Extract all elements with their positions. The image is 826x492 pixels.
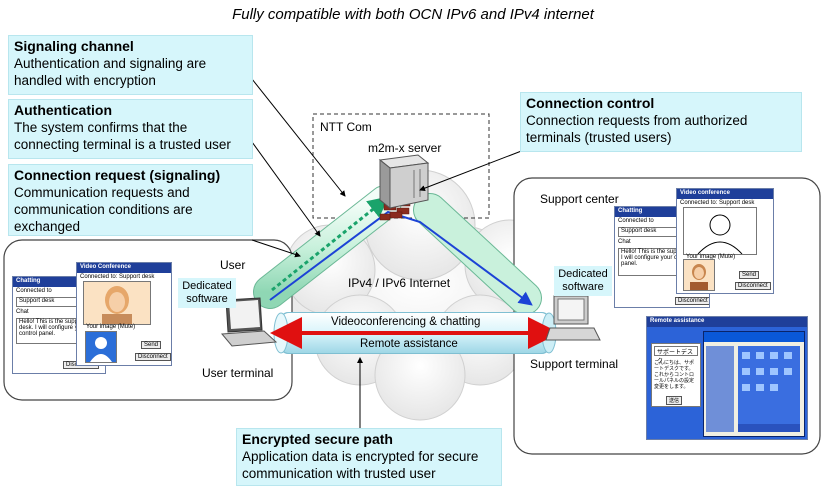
window-title: Video Conference (77, 263, 171, 273)
callout-connection-request: Connection request (signaling) Communica… (8, 164, 253, 236)
callout-body: Authentication and signaling are handled… (14, 56, 207, 88)
support-video-window[interactable]: Video conference Connected to: Support d… (676, 188, 774, 294)
callout-body: Communication requests and communication… (14, 185, 193, 234)
your-image-label: Your image (Mute) (686, 254, 736, 260)
callout-title: Connection control (526, 95, 655, 111)
laptop-icon (220, 297, 278, 347)
diagram-title: Fully compatible with both OCN IPv6 and … (232, 6, 594, 23)
callout-body: The system confirms that the connecting … (14, 120, 231, 152)
user-video-window[interactable]: Video Conference Connected to: Support d… (76, 262, 172, 366)
desktop-pc-icon (545, 295, 601, 341)
leader-authentication (251, 141, 321, 237)
remote-assist-label: Remote assistance (360, 338, 458, 350)
callout-encrypted-secure-path: Encrypted secure path Application data i… (236, 428, 502, 486)
connected-to-label: Connected to (618, 218, 654, 224)
remote-desktop-view (703, 331, 805, 437)
video-connected-label: Connected to: Support desk (80, 274, 155, 280)
remote-video-image (83, 281, 151, 325)
server-label: m2m-x server (368, 141, 442, 155)
remote-desktop-titlebar (704, 332, 804, 342)
remote-desk-field[interactable]: サポートデスク (654, 346, 698, 365)
remote-desktop-icons (738, 346, 800, 432)
your-image-label: Your image (Mute) (86, 324, 136, 330)
support-terminal-label: Support terminal (530, 357, 619, 371)
remote-video-image (683, 207, 757, 255)
self-video-image (85, 331, 117, 363)
video-connected-label: Connected to: Support desk (680, 200, 755, 206)
dedicated-software-support: Dedicated software (554, 266, 612, 296)
secure-path-arrow (269, 210, 533, 306)
remote-chat-text: こんにちは、サポートデスクです。これからコントロールパネルの設定変更をします。 (654, 360, 695, 390)
signaling-arrow (271, 196, 390, 292)
callout-signaling-channel: Signaling channel Authentication and sig… (8, 35, 253, 95)
send-button[interactable]: Send (739, 271, 760, 279)
callout-title: Encrypted secure path (242, 431, 393, 447)
window-title: Video conference (677, 189, 773, 199)
callout-title: Connection request (signaling) (14, 167, 221, 183)
remote-send-button[interactable]: 送信 (666, 396, 683, 405)
internet-label: IPv4 / IPv6 Internet (348, 276, 451, 290)
callout-body: Connection requests from authorized term… (526, 113, 748, 145)
user-terminal-label: User terminal (202, 366, 274, 380)
disconnect-button[interactable]: Disconnect (675, 297, 709, 305)
window-title: Remote assistance (647, 317, 807, 327)
window-title: Chatting (615, 207, 709, 217)
video-chat-label: Videoconferencing & chatting (331, 316, 481, 328)
callout-title: Authentication (14, 102, 112, 118)
self-video-image (683, 259, 715, 291)
send-button[interactable]: Send (141, 341, 162, 349)
remote-chat-panel: サポートデスク こんにちは、サポートデスクです。これからコントロールパネルの設定… (651, 343, 701, 407)
signaling-tube-right (413, 193, 542, 315)
remote-assist-window[interactable]: Remote assistance サポートデスク こんにちは、サポートデスクで… (646, 316, 808, 440)
chat-label: Chat (618, 239, 631, 245)
connected-to-label: Connected to (16, 288, 52, 294)
support-center-label: Support center (540, 192, 619, 206)
callout-connection-control: Connection control Connection requests f… (520, 92, 802, 152)
callout-title: Signaling channel (14, 38, 134, 54)
secure-tube-horizontal (270, 312, 560, 354)
remote-desktop-sidebar (706, 346, 734, 432)
ntt-com-label: NTT Com (320, 120, 372, 134)
callout-authentication: Authentication The system confirms that … (8, 99, 253, 159)
server-icon (378, 154, 430, 210)
disconnect-button[interactable]: Disconnect (135, 353, 171, 361)
user-label: User (220, 258, 246, 272)
leader-signaling (251, 78, 346, 197)
leader-connection-request (251, 239, 301, 258)
disconnect-button[interactable]: Disconnect (735, 282, 771, 290)
dedicated-software-user: Dedicated software (178, 278, 236, 308)
leader-connection-control (419, 149, 525, 192)
chat-label: Chat (16, 309, 29, 315)
window-title: Chatting (13, 277, 105, 287)
callout-body: Application data is encrypted for secure… (242, 449, 479, 481)
